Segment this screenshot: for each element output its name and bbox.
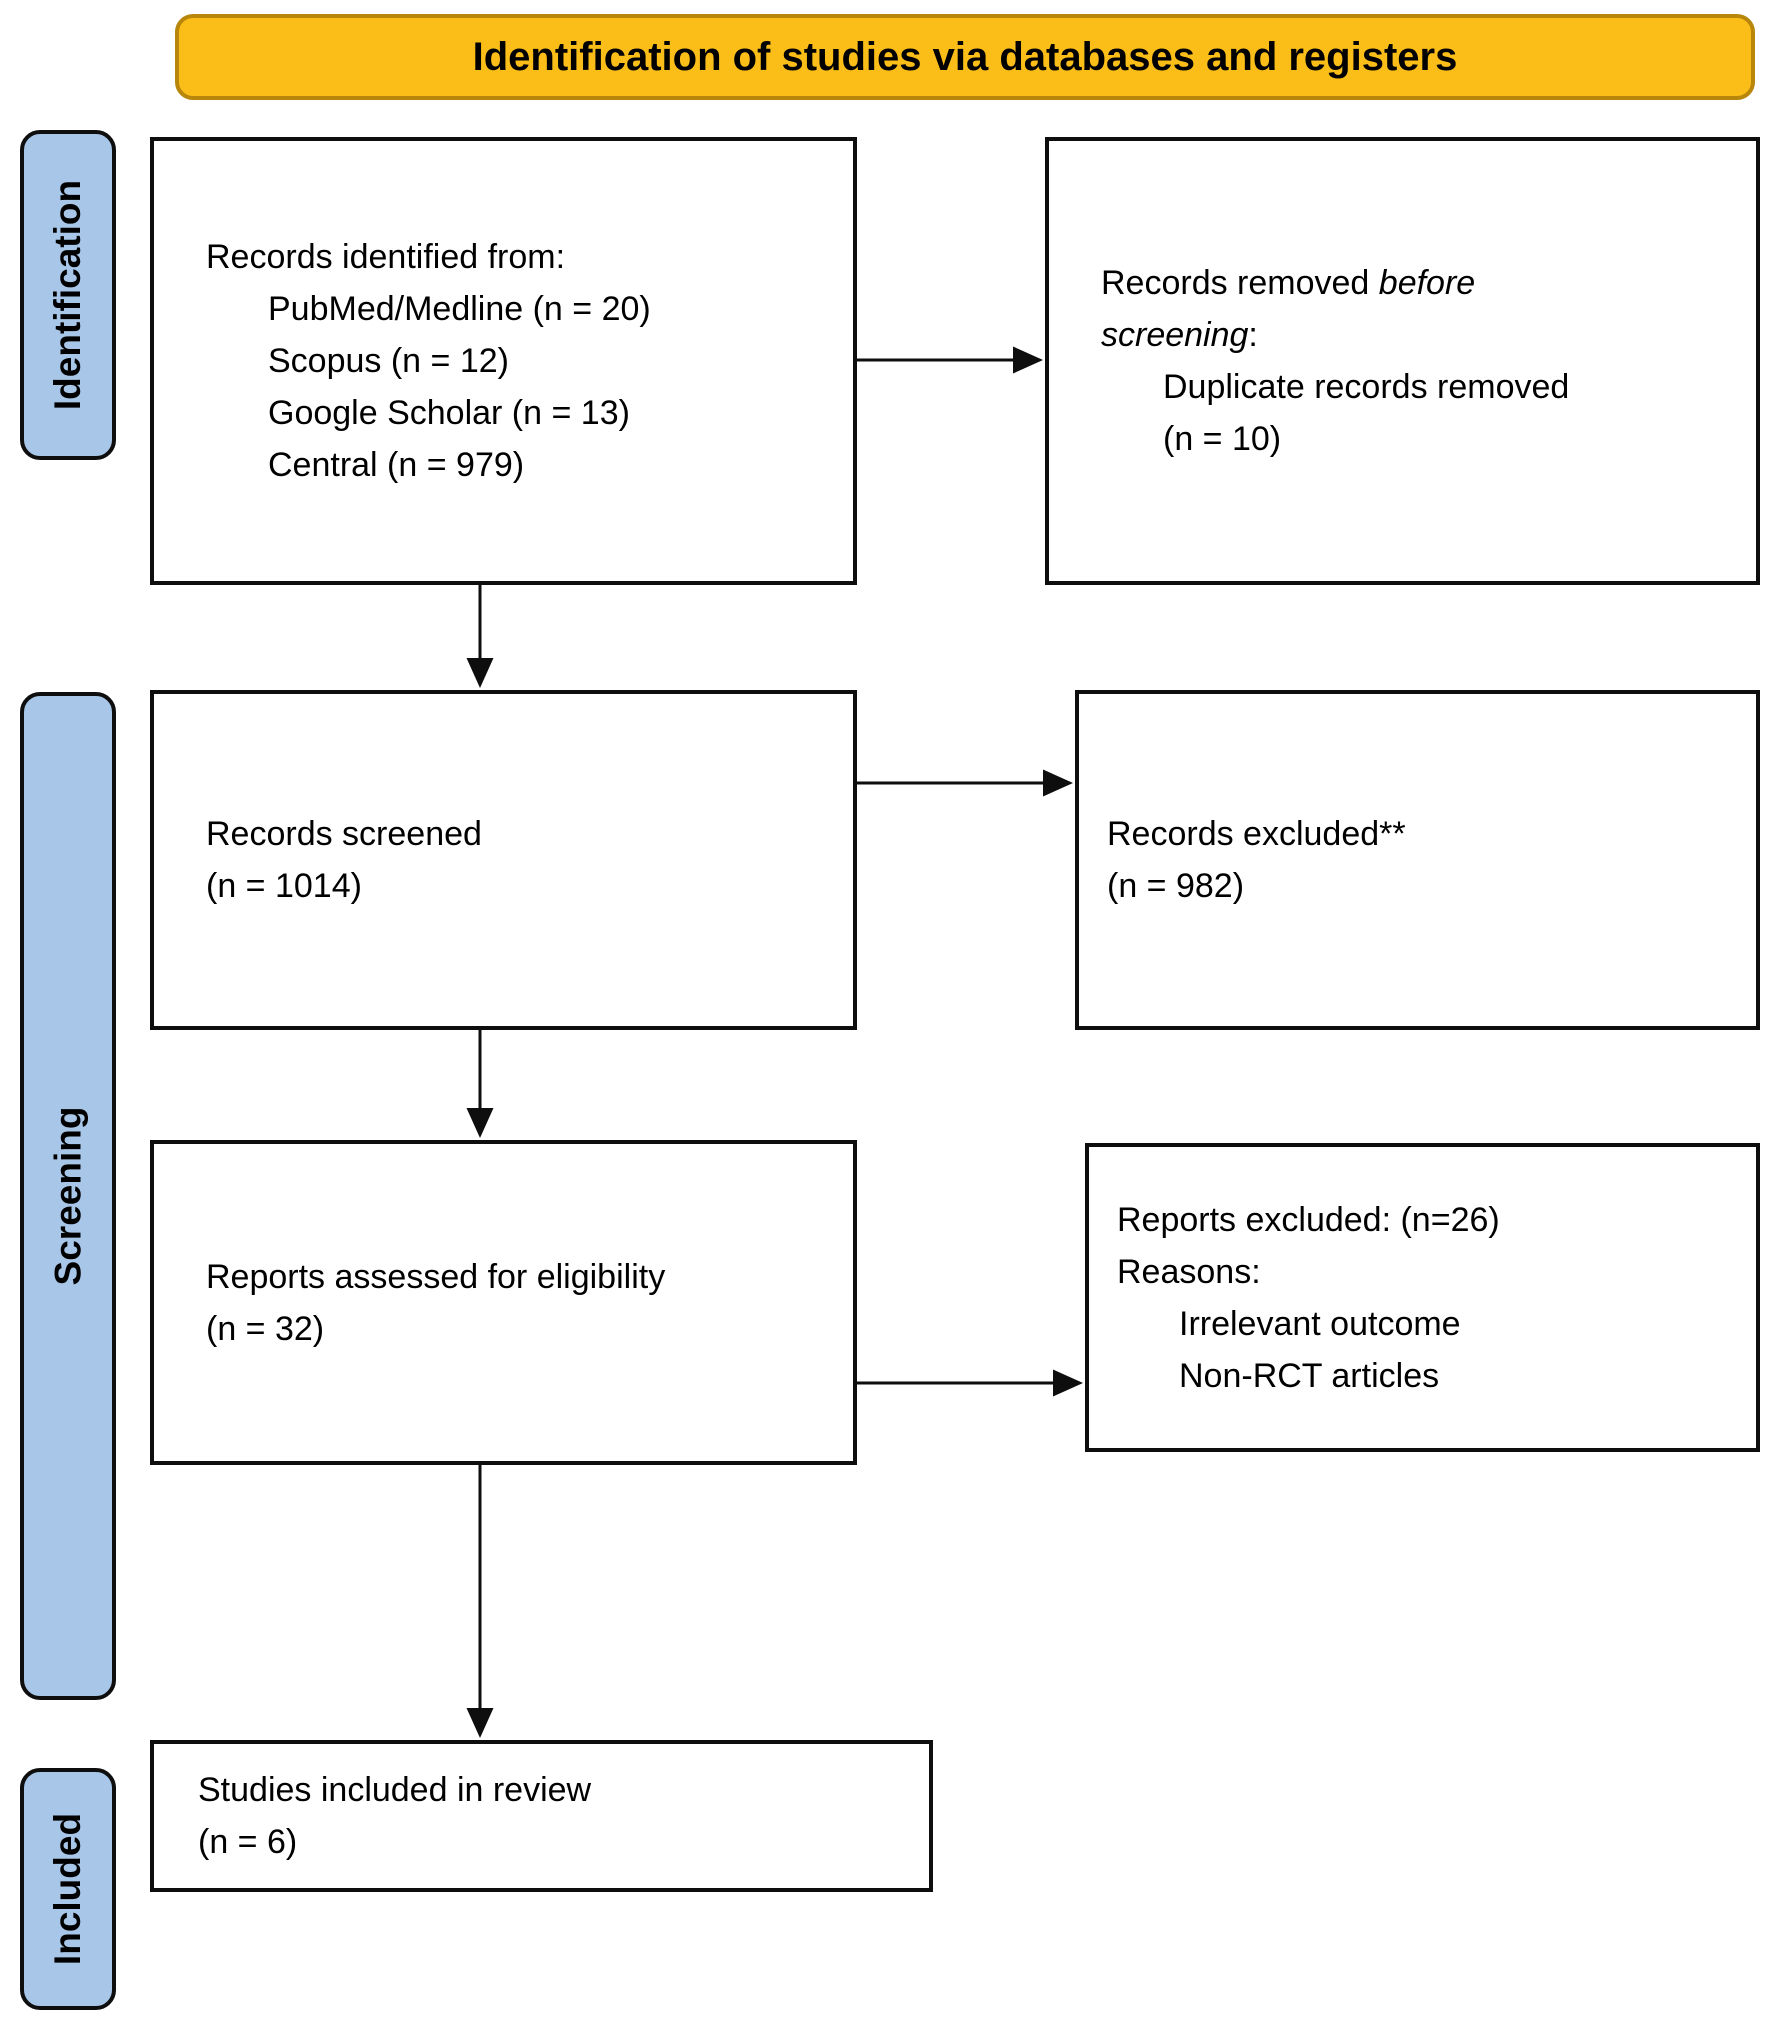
text-line: Records identified from: bbox=[206, 238, 566, 276]
text-line: Records excluded** bbox=[1107, 815, 1406, 853]
banner: Identification of studies via databases … bbox=[175, 14, 1755, 100]
box-records-identified: Records identified from: PubMed/Medline (… bbox=[150, 137, 857, 585]
text-line: Reports excluded: (n=26) bbox=[1117, 1200, 1500, 1239]
box-records-screened: Records screened (n = 1014) bbox=[150, 690, 857, 1030]
text-line: (n = 982) bbox=[1107, 867, 1245, 905]
text-line: Google Scholar (n = 13) bbox=[268, 394, 630, 432]
text-line: (n = 32) bbox=[206, 1309, 325, 1348]
text-line: Records removed before bbox=[1101, 264, 1476, 302]
box-records-removed-before-screening: Records removed before screening: Duplicat… bbox=[1045, 137, 1760, 585]
sidebar-included-label: Included bbox=[47, 1812, 88, 1966]
sidebar-identification-label: Identification bbox=[47, 179, 89, 411]
text-line: (n = 10) bbox=[1163, 420, 1282, 458]
sidebar-included: Included bbox=[20, 1768, 116, 2010]
box-studies-included: Studies included in review (n = 6) bbox=[150, 1740, 933, 1892]
box-records-excluded: Records excluded** (n = 982) bbox=[1075, 690, 1760, 1030]
text-line: Non-RCT articles bbox=[1179, 1356, 1440, 1395]
text-line: Duplicate records removed bbox=[1163, 368, 1570, 406]
box-reports-excluded: Reports excluded: (n=26) Reasons: Irreleva… bbox=[1085, 1143, 1760, 1452]
text-line: (n = 6) bbox=[198, 1823, 298, 1861]
sidebar-screening-label: Screening bbox=[47, 1106, 88, 1286]
banner-title: Identification of studies via databases … bbox=[472, 34, 1458, 79]
text-line: Studies included in review bbox=[198, 1771, 592, 1809]
text-line: Reports assessed for eligibility bbox=[206, 1257, 666, 1296]
text-line: screening: bbox=[1101, 316, 1258, 354]
text-line: PubMed/Medline (n = 20) bbox=[268, 290, 651, 328]
sidebar-screening: Screening bbox=[20, 692, 116, 1700]
text-line: Records screened bbox=[206, 815, 482, 853]
text-line: Irrelevant outcome bbox=[1179, 1304, 1461, 1343]
text-line: Reasons: bbox=[1117, 1252, 1261, 1291]
box-reports-assessed: Reports assessed for eligibility (n = 32) bbox=[150, 1140, 857, 1465]
text-line: (n = 1014) bbox=[206, 867, 362, 905]
text-line: Central (n = 979) bbox=[268, 446, 525, 484]
sidebar-identification: Identification bbox=[20, 130, 116, 460]
text-line: Scopus (n = 12) bbox=[268, 342, 509, 380]
